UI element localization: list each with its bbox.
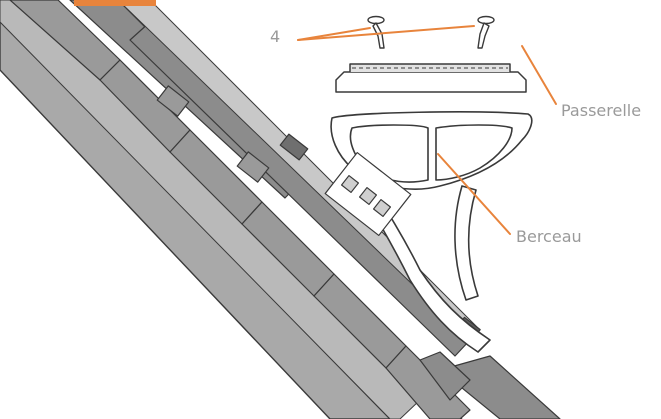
screw-left bbox=[367, 15, 385, 49]
roof-tiles-bottom-right bbox=[419, 351, 561, 419]
roof-tiles-row bbox=[9, 0, 471, 419]
leader-passerelle bbox=[521, 45, 557, 105]
orange-corner-mark bbox=[74, 0, 156, 6]
leader-lines bbox=[297, 25, 557, 235]
leader-screw-right bbox=[297, 25, 475, 41]
roof-tiles-lower bbox=[0, 0, 421, 419]
cradle-clip bbox=[324, 151, 412, 237]
leader-screw-left bbox=[297, 27, 371, 41]
screw-right bbox=[477, 15, 495, 49]
label-passerelle: Passerelle bbox=[561, 101, 642, 120]
walkway-plank bbox=[335, 63, 527, 93]
label-berceau: Berceau bbox=[516, 227, 582, 246]
label-screws: 4 bbox=[270, 27, 281, 46]
leader-berceau bbox=[437, 153, 511, 235]
